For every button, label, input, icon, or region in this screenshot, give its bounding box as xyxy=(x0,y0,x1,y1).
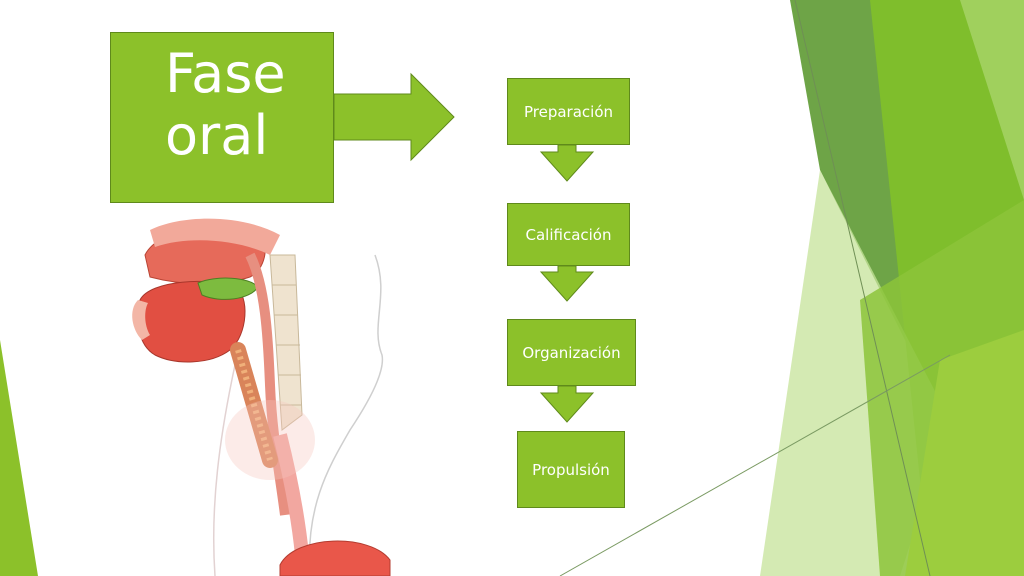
decor-right-bright xyxy=(905,330,1024,576)
step-propulsion: Propulsión xyxy=(517,431,625,508)
step-preparacion: Preparación xyxy=(507,78,630,145)
step-organizacion: Organización xyxy=(507,319,636,386)
decor-right-light xyxy=(960,0,1024,200)
title-box: Fase oral xyxy=(110,32,334,203)
decor-line-2 xyxy=(559,354,951,576)
decor-line-1 xyxy=(794,0,931,576)
step-calificacion: Calificación xyxy=(507,203,630,266)
decor-left-strip xyxy=(0,340,38,576)
title-line-2: oral xyxy=(165,104,269,167)
head-throat-anatomy-icon xyxy=(132,218,391,576)
title-line-1: Fase xyxy=(165,42,286,105)
